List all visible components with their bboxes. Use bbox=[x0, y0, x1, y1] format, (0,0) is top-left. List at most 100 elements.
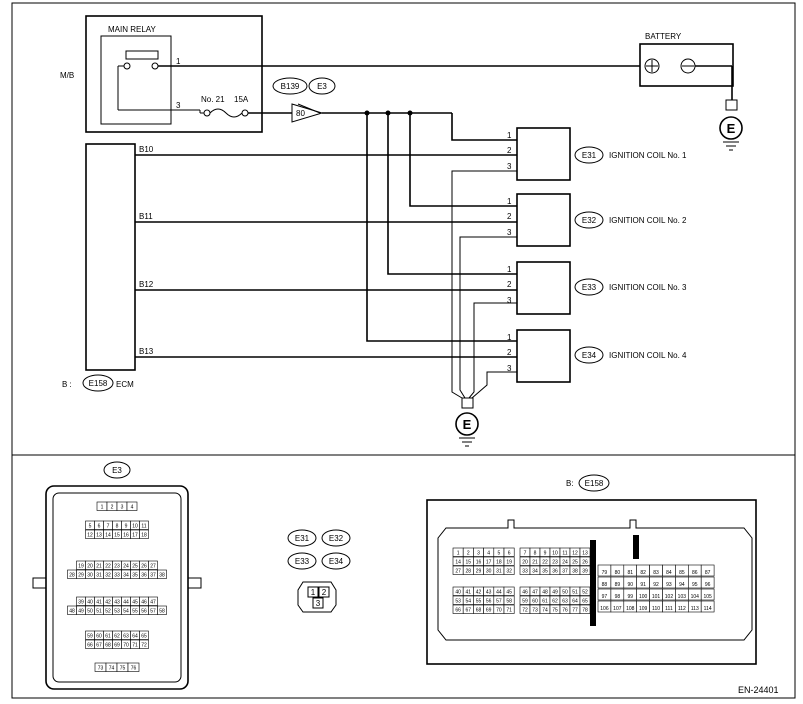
e158-pin-58 bbox=[503, 595, 515, 605]
e3-pin-49-label: 49 bbox=[78, 609, 84, 615]
e158-pin-63-label: 63 bbox=[562, 599, 568, 605]
e158-pin-17-label: 17 bbox=[486, 560, 492, 566]
e3-pin-5-label: 5 bbox=[89, 524, 92, 530]
coil-conn-label: E34 bbox=[582, 351, 597, 360]
e3-pin-4 bbox=[126, 501, 138, 511]
e3-pin-28-label: 28 bbox=[69, 573, 75, 579]
e158-pin-110-label: 110 bbox=[652, 606, 660, 612]
e158-pin-89-label: 89 bbox=[615, 582, 621, 588]
coil-face-label-3: E33 bbox=[295, 557, 310, 566]
e158-pin-96-label: 96 bbox=[705, 582, 711, 588]
e158-pin-78-label: 78 bbox=[582, 608, 588, 614]
e3-pin-3-label: 3 bbox=[121, 505, 124, 511]
e158-pin-53-label: 53 bbox=[455, 599, 461, 605]
e158-pin-90-label: 90 bbox=[627, 582, 633, 588]
e3-tag bbox=[308, 77, 336, 95]
e158-pin-49-label: 49 bbox=[552, 590, 558, 596]
b139-tag bbox=[272, 77, 308, 95]
e158-pin-1-label: 1 bbox=[457, 551, 460, 557]
coil-pin-1: 1 bbox=[507, 197, 512, 206]
e158-pin-60-label: 60 bbox=[532, 599, 538, 605]
coil-face-label-1: E31 bbox=[295, 534, 310, 543]
e158-pin-76-label: 76 bbox=[562, 608, 568, 614]
e3-pin-36-label: 36 bbox=[141, 573, 147, 579]
e3-pin-57-label: 57 bbox=[150, 609, 156, 615]
e158-pin-103-label: 103 bbox=[678, 594, 687, 600]
e158-pin-87-label: 87 bbox=[705, 570, 711, 576]
e3-pin-7-label: 7 bbox=[107, 524, 110, 530]
e3-pin-35-label: 35 bbox=[132, 573, 138, 579]
e3-face-tag bbox=[103, 461, 131, 479]
e158-pin-102-label: 102 bbox=[665, 594, 674, 600]
e3-pin-55-label: 55 bbox=[132, 609, 138, 615]
e158-pin-68-label: 68 bbox=[476, 608, 482, 614]
e158-pin-82-label: 82 bbox=[640, 570, 646, 576]
e158-pin-13 bbox=[579, 547, 591, 557]
e158-pin-31-label: 31 bbox=[496, 569, 502, 575]
e158-pin-57-label: 57 bbox=[496, 599, 502, 605]
e158-pin-7-label: 7 bbox=[524, 551, 527, 557]
ignition-coil-1: 1 2 3 E31 IGNITION COIL No. 1 bbox=[507, 127, 687, 181]
e158-pin-100-label: 100 bbox=[639, 594, 648, 600]
e3-pin-69-label: 69 bbox=[114, 643, 120, 649]
ecm-pin-b10: B10 bbox=[139, 145, 154, 154]
e158-pin-108-label: 108 bbox=[626, 606, 635, 612]
e158-pin-67-label: 67 bbox=[466, 608, 472, 614]
ecm-box bbox=[85, 143, 136, 371]
e3-pin-58-label: 58 bbox=[159, 609, 165, 615]
wire-power-coil2 bbox=[409, 113, 517, 207]
e158-pin-92-label: 92 bbox=[653, 582, 659, 588]
e158-pin-95-label: 95 bbox=[692, 582, 698, 588]
e158-pin-52-label: 52 bbox=[582, 590, 588, 596]
e158-pin-8-label: 8 bbox=[534, 551, 537, 557]
e3-pin-72 bbox=[139, 639, 149, 649]
ground-terminal-coils bbox=[461, 397, 474, 409]
e3-pin-38-label: 38 bbox=[159, 573, 165, 579]
e158-pin-6 bbox=[503, 547, 515, 557]
e3-pin-71-label: 71 bbox=[132, 643, 138, 649]
e3-pin-70-label: 70 bbox=[123, 643, 129, 649]
e158-face-title: E158 bbox=[585, 479, 604, 488]
coil-name: IGNITION COIL No. 2 bbox=[609, 216, 687, 225]
e3-pin-30-label: 30 bbox=[87, 573, 93, 579]
e158-tag bbox=[82, 374, 114, 392]
e158-pin-59-label: 59 bbox=[522, 599, 528, 605]
e3-pin-50-label: 50 bbox=[87, 609, 93, 615]
ignition-coil-2: 1 2 3 E32 IGNITION COIL No. 2 bbox=[507, 193, 687, 247]
coil-pin-2: 2 bbox=[507, 212, 512, 221]
coil-face-pin-2 bbox=[318, 586, 330, 598]
e158-pin-25-label: 25 bbox=[572, 560, 578, 566]
e3-inner bbox=[52, 492, 182, 683]
e158-pin-71-label: 71 bbox=[506, 608, 512, 614]
e3-pin-45-label: 45 bbox=[132, 600, 138, 606]
e3-face-title: E3 bbox=[112, 466, 122, 475]
e158-pin-5-label: 5 bbox=[498, 551, 501, 557]
coil-box bbox=[516, 329, 571, 383]
coil-face-pin1-label: 1 bbox=[311, 588, 316, 597]
e158-pin-114-label: 114 bbox=[704, 606, 712, 612]
e3-pin-10-label: 10 bbox=[132, 524, 138, 530]
e3-pin-43-label: 43 bbox=[114, 600, 120, 606]
e3-pin-59-label: 59 bbox=[87, 634, 93, 640]
e3-pin-17-label: 17 bbox=[132, 533, 138, 539]
e3-pin-76-label: 76 bbox=[131, 666, 137, 672]
e158-pin-84-label: 84 bbox=[666, 570, 672, 576]
e158-pin-75-label: 75 bbox=[552, 608, 558, 614]
coil-pin-1: 1 bbox=[507, 265, 512, 274]
e158-pin-71 bbox=[503, 604, 515, 614]
e158-pin-30-label: 30 bbox=[486, 569, 492, 575]
coil-face-pin2-label: 2 bbox=[322, 588, 327, 597]
mb-label: M/B bbox=[60, 71, 74, 80]
e158-pin-91-label: 91 bbox=[640, 582, 646, 588]
e3-pin-27 bbox=[148, 560, 158, 570]
e3-pin-58 bbox=[157, 605, 167, 615]
ground-terminal-battery bbox=[725, 99, 738, 111]
footer-code: EN-24401 bbox=[738, 685, 779, 695]
e3-pin-25-label: 25 bbox=[132, 564, 138, 570]
coil-pin-2: 2 bbox=[507, 280, 512, 289]
ground-label-coils: E bbox=[463, 417, 472, 432]
e3-pin-22-label: 22 bbox=[105, 564, 111, 570]
e158-pin-39 bbox=[579, 565, 591, 575]
e3-pin-76 bbox=[127, 662, 140, 672]
e158-pin-41-label: 41 bbox=[466, 590, 472, 596]
